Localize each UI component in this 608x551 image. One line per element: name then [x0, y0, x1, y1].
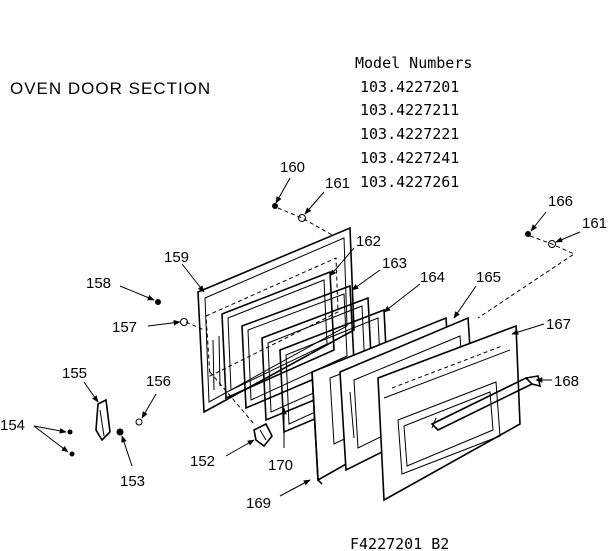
callout-152: 152 [190, 453, 215, 470]
callout-158: 158 [86, 275, 111, 292]
model-number: 103.4227241 [360, 149, 459, 167]
guide-line [209, 371, 255, 425]
callout-170: 170 [268, 457, 293, 474]
drawing-number: F4227201 B2 [350, 535, 449, 551]
callout-161: 161 [325, 175, 350, 192]
screw-158 [155, 299, 161, 305]
callout-157: 157 [112, 319, 137, 336]
callout-163: 163 [382, 255, 407, 272]
callout-153: 153 [120, 473, 145, 490]
washer-156 [135, 418, 143, 426]
guide-line [477, 235, 576, 319]
outer-door-panel [377, 324, 521, 502]
callout-168: 168 [554, 373, 579, 390]
nut-153 [116, 428, 124, 436]
callout-164: 164 [420, 269, 445, 286]
callout-165: 165 [476, 269, 501, 286]
callout-154: 154 [0, 417, 25, 434]
model-number: 103.4227261 [360, 173, 459, 191]
hinge-clip-152 [253, 422, 273, 448]
screw-166 [525, 231, 531, 237]
guide-line [185, 321, 205, 331]
inner-door-liner [197, 226, 355, 414]
model-number: 103.4227211 [360, 101, 459, 119]
washer-161a [298, 214, 306, 222]
models-heading: Model Numbers [355, 54, 472, 72]
callout-167: 167 [546, 316, 571, 333]
model-number: 103.4227221 [360, 125, 459, 143]
model-number: 103.4227201 [360, 78, 459, 96]
callout-159: 159 [164, 249, 189, 266]
callout-155: 155 [62, 365, 87, 382]
washer-161b [548, 240, 556, 248]
section-title: OVEN DOOR SECTION [10, 79, 211, 98]
callout-161: 161 [582, 215, 607, 232]
screw-154b [69, 451, 75, 457]
callout-leaders [33, 177, 581, 497]
callout-162: 162 [356, 233, 381, 250]
latch-bracket-155 [95, 398, 111, 442]
guide-line [277, 207, 335, 237]
screw-160 [272, 203, 278, 209]
callout-160: 160 [280, 159, 305, 176]
callout-156: 156 [146, 373, 171, 390]
screw-154a [67, 429, 73, 435]
callout-169: 169 [246, 495, 271, 512]
callout-166: 166 [548, 193, 573, 210]
